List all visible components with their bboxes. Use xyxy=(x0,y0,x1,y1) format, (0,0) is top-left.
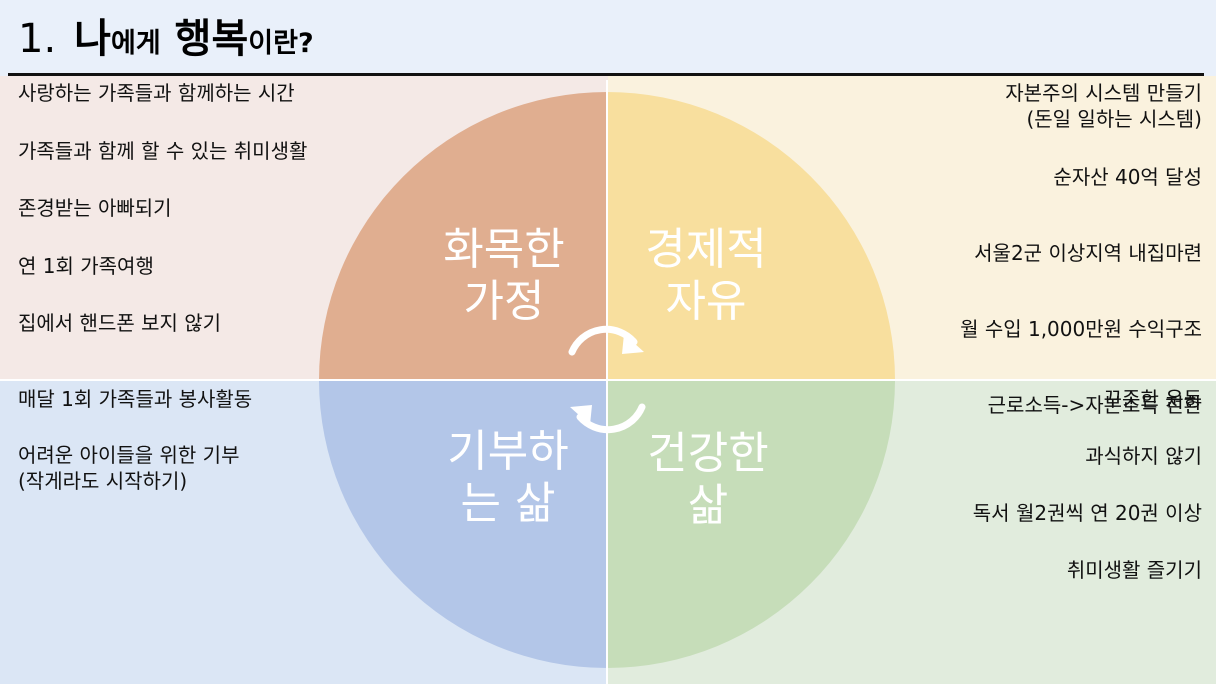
list-item: 사랑하는 가족들과 함께하는 시간 xyxy=(18,81,295,105)
label-family: 화목한 가정 xyxy=(443,224,565,327)
title-bar: 1. 나 에게 행복 이란? xyxy=(0,0,1216,76)
list-item: 집에서 핸드폰 보지 않기 xyxy=(18,311,222,335)
list-item: 자본주의 시스템 만들기 xyxy=(1005,81,1202,105)
list-item: (돈일 일하는 시스템) xyxy=(1026,107,1202,131)
list-giving: 매달 1회 가족들과 봉사활동 어려운 아이들을 위한 기부 (작게라도 시작하… xyxy=(18,386,252,494)
list-item: 근로소득->자본소득 전환 xyxy=(987,393,1202,417)
title-word-haengbok: 행복 xyxy=(174,16,249,62)
sector-economic xyxy=(607,92,895,380)
list-item: 존경받는 아빠되기 xyxy=(18,196,172,220)
list-item: 가족들과 함께 할 수 있는 취미생활 xyxy=(18,138,308,163)
page-title: 1. 나 에게 행복 이란? xyxy=(18,6,314,70)
list-health: 꾸준한 운동 과식하지 않기 독서 월2권씩 연 20권 이상 취미생활 즐기기 xyxy=(973,386,1202,614)
list-item: 과식하지 않기 xyxy=(1085,444,1202,468)
label-giving: 기부하 는 삶 xyxy=(447,426,569,529)
list-item: 독서 월2권씩 연 20권 이상 xyxy=(972,501,1202,525)
title-underline xyxy=(8,73,1204,76)
list-item: 꾸준한 운동 xyxy=(1103,387,1202,411)
list-item: 취미생활 즐기기 xyxy=(1066,558,1202,582)
sector-giving xyxy=(319,380,607,668)
arrow-head-left-icon xyxy=(570,405,592,425)
title-word-ege: 에게 xyxy=(110,28,161,59)
title-word-iran: 이란? xyxy=(248,28,314,59)
list-item: 연 1회 가족여행 xyxy=(18,253,154,278)
title-word-na: 나 xyxy=(74,16,111,62)
label-health: 건강한 삶 xyxy=(647,428,769,531)
list-item: 순자산 40억 달성 xyxy=(1053,165,1202,189)
title-number: 1. xyxy=(18,16,57,62)
list-economic: 자본주의 시스템 만들기 (돈일 일하는 시스템) 순자산 40억 달성 서울2… xyxy=(960,80,1202,418)
list-family: 사랑하는 가족들과 함께하는 시간 가족들과 함께 할 수 있는 취미생활 존경… xyxy=(18,80,307,368)
list-item: 매달 1회 가족들과 봉사활동 xyxy=(18,387,253,411)
list-item: 어려운 아이들을 위한 기부 xyxy=(18,443,240,467)
sector-family xyxy=(319,92,607,380)
cycle-arrows-icon xyxy=(568,325,646,434)
list-item: 서울2군 이상지역 내집마련 xyxy=(974,241,1202,265)
list-item: (작게라도 시작하기) xyxy=(18,469,188,493)
list-item: 월 수입 1,000만원 수익구조 xyxy=(960,317,1202,341)
arrow-head-right-icon xyxy=(622,334,644,354)
label-economic: 경제적 자유 xyxy=(645,224,767,327)
sector-health xyxy=(607,380,895,668)
